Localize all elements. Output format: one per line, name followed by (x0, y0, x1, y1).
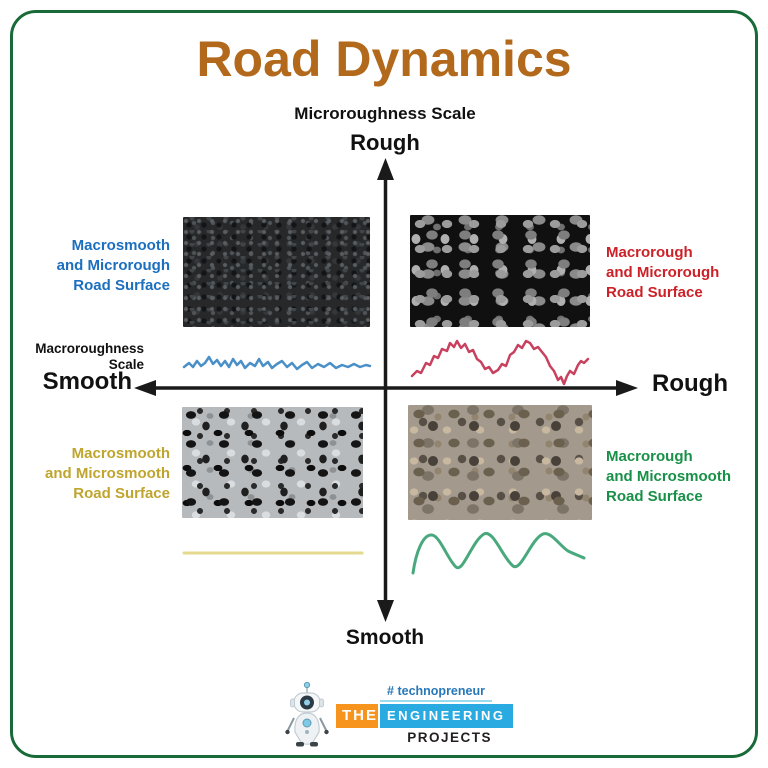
macroroughness-scale-label: Macroroughness Scale (35, 341, 144, 372)
vertical-axis-rough-label: Rough (350, 130, 420, 155)
microroughness-scale-label: Microroughness Scale (294, 104, 476, 123)
quadrant-label-macrosmooth-microrough: Macrosmooth and Microrough Road Surface (56, 237, 170, 294)
logo-word-engineering: ENGINEERING (378, 702, 515, 730)
vertical-axis-up-arrowhead (377, 158, 394, 180)
logo-word-projects: PROJECTS (407, 730, 492, 745)
polished-aggregate-texture-image (182, 407, 363, 518)
quadrant-label-macrosmooth-microsmooth: Macrosmooth and Microsmooth Road Surface (44, 445, 170, 502)
logo-word-the: THE (334, 702, 386, 730)
quadrant-label-macrorough-microsmooth: Macrorough and Microsmooth Road Surface (606, 448, 732, 505)
horizontal-axis-left-arrowhead (134, 380, 156, 396)
macrorough-microrough-profile-line-red (410, 339, 590, 386)
vertical-axis-smooth-label: Smooth (345, 626, 425, 649)
microrough-profile-line-blue (182, 355, 372, 371)
technopreneur-hashtag: # technopreneur (380, 684, 492, 702)
macrorough-microsmooth-profile-line-green (411, 532, 586, 575)
vertical-axis-down-arrowhead (377, 600, 394, 622)
horizontal-axis-smooth-label: Smooth (42, 368, 132, 395)
horizontal-axis-rough-label: Rough (652, 370, 728, 397)
pebble-texture-image (408, 405, 592, 520)
quadrant-label-macrorough-microrough: Macrorough and Microrough Road Surface (606, 244, 720, 301)
asphalt-texture-image (183, 217, 370, 327)
page-title: Road Dynamics (196, 31, 572, 87)
coarse-aggregate-texture-image (410, 215, 590, 327)
brand-footer: # technopreneur THE ENGINEERING PROJECTS (282, 680, 515, 750)
horizontal-axis-right-arrowhead (616, 380, 638, 396)
robot-mascot-icon (285, 681, 329, 747)
